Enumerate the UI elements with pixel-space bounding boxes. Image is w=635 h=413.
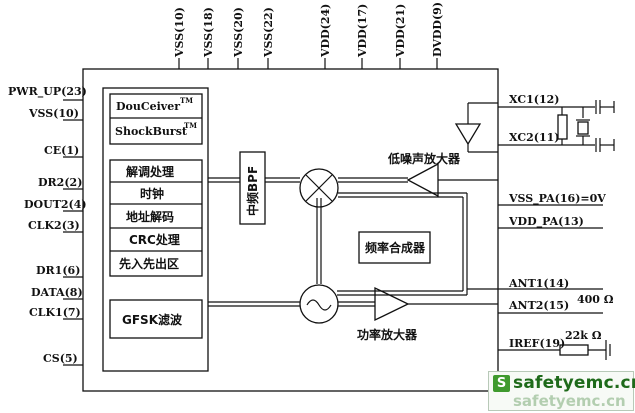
svg-text:VDD(21): VDD(21) xyxy=(394,4,407,58)
lna-symbol xyxy=(406,162,439,198)
watermark-text: safetyemc.cn xyxy=(513,373,635,393)
right-pin-ant2: ANT2(15) xyxy=(508,299,569,312)
top-pins: VSS(10) VSS(18) VSS(20) VSS(22) VDD(24) … xyxy=(173,2,444,69)
iref-network: 22k Ω xyxy=(559,329,611,360)
right-pin-xc2: XC2(11) xyxy=(509,131,559,144)
svg-text:PWR_UP(23): PWR_UP(23) xyxy=(8,85,87,99)
demod-label: 解调处理 xyxy=(126,164,174,179)
synth-label: 频率合成器 xyxy=(365,240,426,255)
processing-stack xyxy=(109,159,203,277)
left-pin: CE(1) xyxy=(44,144,83,158)
fifo-label: 先入先出区 xyxy=(119,256,179,271)
crc-label: CRC处理 xyxy=(129,232,180,247)
svg-text:VDD(17): VDD(17) xyxy=(356,4,369,58)
right-pin-ant1: ANT1(14) xyxy=(508,277,569,290)
svg-text:CLK2(3): CLK2(3) xyxy=(28,219,80,232)
top-pin: VDD(24) xyxy=(319,4,332,69)
synth-box xyxy=(358,231,431,264)
mixer-symbol xyxy=(299,168,339,208)
right-pin-vddpa: VDD_PA(13) xyxy=(508,215,584,229)
svg-text:DATA(8): DATA(8) xyxy=(31,286,83,299)
left-pin: DR1(6) xyxy=(36,264,83,278)
svg-text:CLK1(7): CLK1(7) xyxy=(29,306,81,319)
svg-text:VDD(24): VDD(24) xyxy=(319,4,332,58)
clock-label: 时钟 xyxy=(140,186,164,201)
left-pin: PWR_UP(23) xyxy=(8,85,87,101)
if-bpf-label: 中频BPF xyxy=(245,166,260,216)
svg-text:CE(1): CE(1) xyxy=(44,144,79,157)
left-pin: CLK2(3) xyxy=(28,219,83,233)
lna-label: 低噪声放大器 xyxy=(387,151,461,166)
svg-text:VSS(10): VSS(10) xyxy=(28,107,79,120)
chip-outline xyxy=(82,68,499,392)
top-pin: VDD(21) xyxy=(394,4,407,69)
left-pin: DOUT2(4) xyxy=(24,198,87,212)
left-pin: DR2(2) xyxy=(38,176,83,190)
digital-block xyxy=(102,87,209,372)
pa-symbol xyxy=(374,286,410,322)
if-bpf-box xyxy=(239,151,266,225)
left-pin: CLK1(7) xyxy=(29,306,83,320)
top-pin: VSS(10) xyxy=(173,7,186,69)
left-pins: PWR_UP(23) VSS(10) CE(1) DR2(2) DOUT2(4)… xyxy=(8,85,87,366)
svg-text:VSS(22): VSS(22) xyxy=(262,7,275,58)
right-pin-iref: IREF(19) xyxy=(509,337,565,350)
right-pin-vsspa: VSS_PA(16)=0V xyxy=(508,192,606,206)
svg-text:DR2(2): DR2(2) xyxy=(38,176,82,189)
top-pin: DVDD(9) xyxy=(431,2,444,69)
top-pin: VSS(18) xyxy=(202,7,215,69)
shockburst-tm: TM xyxy=(184,121,197,130)
svg-text:DVDD(9): DVDD(9) xyxy=(431,2,444,57)
signal-paths xyxy=(208,177,498,307)
left-pin: CS(5) xyxy=(43,352,83,366)
top-pin: VSS(20) xyxy=(232,7,245,69)
shockburst-label: ShockBurst xyxy=(115,125,188,138)
watermark-badge: S xyxy=(493,375,510,392)
watermark-shadow: safetyemc.cn xyxy=(513,392,626,410)
pa-label: 功率放大器 xyxy=(357,327,418,342)
svg-text:VSS(10): VSS(10) xyxy=(173,7,186,58)
douceiver-label: DouCeiver xyxy=(116,100,180,113)
top-pin: VDD(17) xyxy=(356,4,369,69)
svg-text:CS(5): CS(5) xyxy=(43,352,78,365)
svg-text:VSS(18): VSS(18) xyxy=(202,7,215,58)
svg-text:VSS(20): VSS(20) xyxy=(232,7,245,58)
left-pin: VSS(10) xyxy=(28,107,83,121)
gfsk-box xyxy=(109,299,203,339)
svg-text:DOUT2(4): DOUT2(4) xyxy=(24,198,87,211)
crystal-symbol xyxy=(577,121,589,135)
svg-text:DR1(6): DR1(6) xyxy=(36,264,80,277)
ant-load-label: 400 Ω xyxy=(577,293,614,306)
right-pins: XC1(12) XC2(11) VSS_PA(16)=0V VDD_PA(13)… xyxy=(467,93,606,351)
douceiver-tm: TM xyxy=(180,96,193,105)
top-pin: VSS(22) xyxy=(262,7,275,69)
watermark: S safetyemc.cn safetyemc.cn xyxy=(488,371,635,411)
gfsk-label: GFSK滤波 xyxy=(122,312,183,327)
right-pin-xc1: XC1(12) xyxy=(509,93,559,106)
douceiver-box xyxy=(109,93,203,145)
iref-res-label: 22k Ω xyxy=(565,329,602,342)
oscillator-symbol xyxy=(299,284,339,324)
xtal-amp-symbol xyxy=(454,123,482,146)
crystal-network xyxy=(557,100,615,152)
addr-decode-label: 地址解码 xyxy=(126,209,174,224)
left-pin: DATA(8) xyxy=(31,286,83,300)
